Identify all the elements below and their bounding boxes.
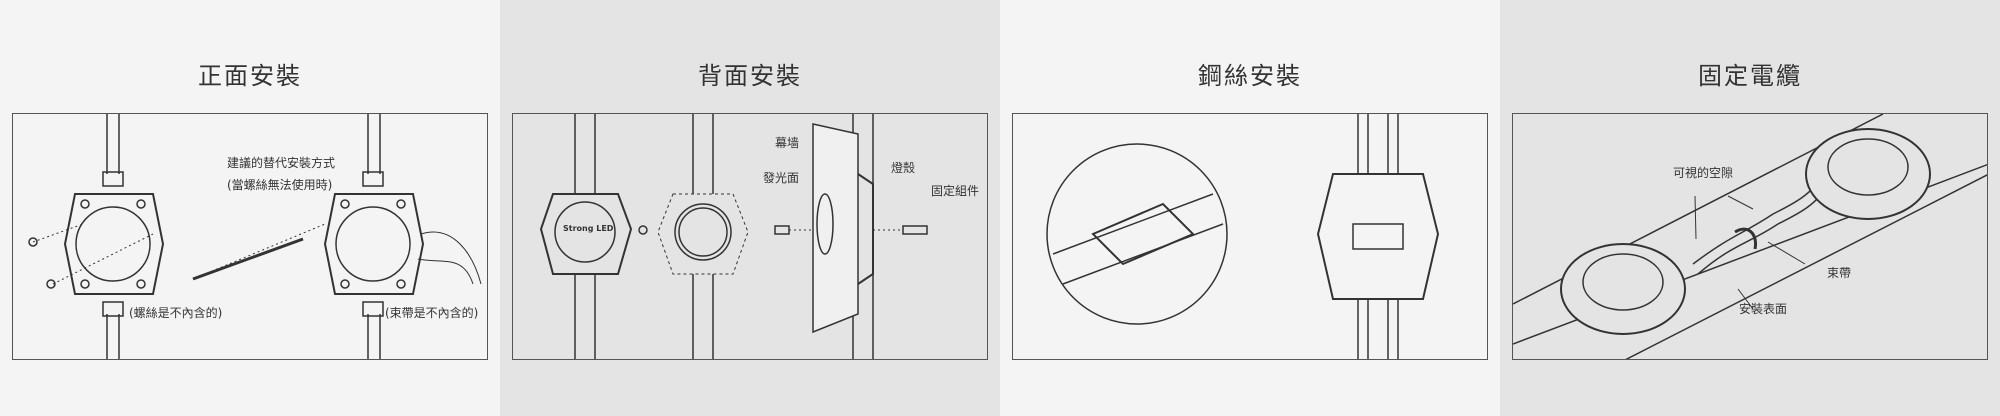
- led-module: [539, 193, 633, 275]
- led-module-left: [63, 171, 165, 317]
- emitting-face-label: 發光面: [763, 171, 800, 185]
- panel-title: 固定電纜: [1698, 62, 1802, 90]
- panel-wire-mount: 鋼絲安裝: [1000, 0, 1500, 416]
- led-module-right: [323, 171, 425, 317]
- panel-back-mount: 背面安裝 幕墙 發光面 燈殼 固定組件 Strong LED: [500, 0, 1000, 416]
- visible-gap-label: 可視的空隙: [1673, 166, 1734, 180]
- housing-label: 燈殼: [891, 161, 916, 175]
- screws-note: (螺絲是不內含的): [129, 306, 223, 320]
- cable-tie: [192, 237, 304, 281]
- alt-condition-label: (當螺絲無法使用時): [227, 178, 333, 192]
- panel-front-mount: 正面安裝 建議的替代安裝方式 (當螺絲無法使用時) (螺絲是不內含的) (束帶是…: [0, 0, 500, 416]
- wire-mount-drawing: [1046, 114, 1440, 359]
- led-module: [1316, 173, 1440, 300]
- screw: [46, 279, 56, 289]
- cable-fixing-drawing: [1513, 114, 1987, 359]
- curtain-wall-label: 幕墙: [775, 136, 800, 150]
- back-mount-illustration: 幕墙 發光面 燈殼 固定組件 Strong LED: [512, 113, 988, 360]
- cable-tie-label: 束帶: [1827, 266, 1852, 280]
- fixing-kit-label: 固定組件: [931, 184, 980, 198]
- led-module-left: [1560, 243, 1686, 335]
- front-mount-drawing: [28, 114, 482, 359]
- curtain-wall: [812, 123, 859, 334]
- detail-callout: [1046, 143, 1228, 325]
- front-mount-illustration: 建議的替代安裝方式 (當螺絲無法使用時) (螺絲是不內含的) (束帶是不內含的): [12, 113, 488, 360]
- mount-surface-label: 安裝表面: [1739, 302, 1788, 316]
- panel-title: 鋼絲安裝: [1198, 62, 1302, 90]
- wire-clamp: [1352, 223, 1404, 250]
- screw: [28, 237, 38, 247]
- back-mount-drawing: [539, 114, 928, 359]
- led-module-right: [1805, 128, 1931, 220]
- alt-method-label: 建議的替代安裝方式: [227, 156, 336, 170]
- fixing-kit: [902, 225, 928, 235]
- tie-note: (束帶是不內含的): [385, 306, 479, 320]
- panel-cable-fixing: 固定電纜 可視的空隙 束帶 安裝表面: [1500, 0, 2000, 416]
- cable: [1692, 173, 1829, 275]
- panel-title: 背面安裝: [698, 62, 802, 90]
- panel-title: 正面安裝: [198, 62, 302, 90]
- wire-mount-illustration: [1012, 113, 1488, 360]
- cable-tie: [1734, 227, 1758, 250]
- cable-fixing-illustration: 可視的空隙 束帶 安裝表面: [1512, 113, 1988, 360]
- brand-logo: Strong LED: [563, 224, 614, 233]
